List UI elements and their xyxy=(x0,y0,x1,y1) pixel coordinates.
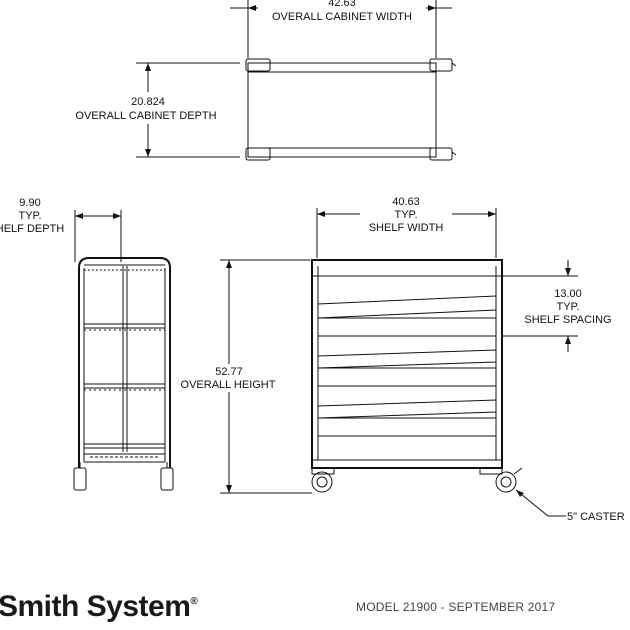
shelf-1 xyxy=(317,295,497,337)
top-depth-label: OVERALL CABINET DEPTH xyxy=(75,110,216,122)
front-spacing-value: 13.00 xyxy=(554,288,582,300)
model-info: MODEL 21900 - SEPTEMBER 2017 xyxy=(356,600,556,614)
side-depth-label: HELF DEPTH xyxy=(0,223,64,235)
front-spacing-label: SHELF SPACING xyxy=(524,314,611,326)
top-view: 42.63 OVERALL CABINET WIDTH 20.824 OVERA… xyxy=(75,0,457,161)
top-width-value: 42.63 xyxy=(328,0,356,9)
top-width-label: OVERALL CABINET WIDTH xyxy=(272,11,412,23)
side-depth-value: 9.90 xyxy=(19,197,40,209)
front-spacing-typ: TYP. xyxy=(556,301,579,313)
side-view: 9.90 TYP. HELF DEPTH xyxy=(0,197,174,491)
shelf-2 xyxy=(317,349,497,387)
brand-name: Smith System xyxy=(0,590,191,623)
shelf-3 xyxy=(317,399,497,437)
side-depth-typ: TYP. xyxy=(18,210,41,222)
front-width-value: 40.63 xyxy=(392,196,420,208)
brand-logo: Smith System® xyxy=(0,590,198,624)
front-width-label: SHELF WIDTH xyxy=(369,222,444,234)
front-width-typ: TYP. xyxy=(394,209,417,221)
top-depth-value: 20.824 xyxy=(131,96,165,108)
front-height-label: OVERALL HEIGHT xyxy=(181,379,276,391)
brand-trademark: ® xyxy=(190,596,198,607)
caster-label: 5" CASTER xyxy=(567,511,625,523)
front-view: 40.63 TYP. SHELF WIDTH 52.77 OVERALL HEI… xyxy=(181,196,625,523)
front-height-value: 52.77 xyxy=(215,366,243,378)
